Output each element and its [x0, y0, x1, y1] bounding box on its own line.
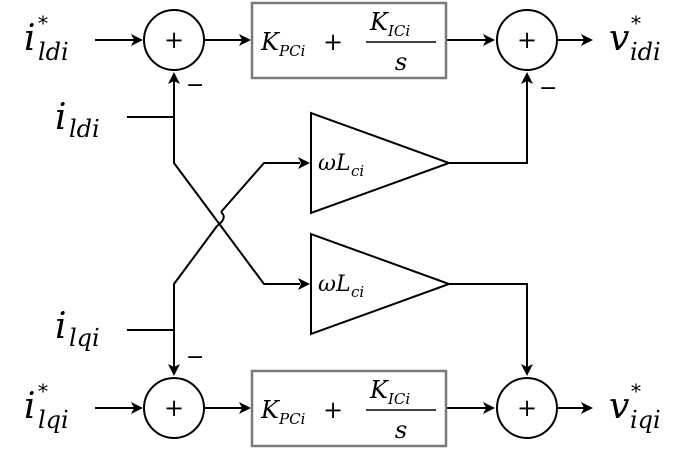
- wire-iqi-to-upper-gain-cont: [220, 162, 300, 213]
- svg-text:i: i: [24, 386, 36, 427]
- arrowhead: [298, 278, 310, 290]
- gain-base: L: [335, 272, 351, 297]
- svg-text:ldi: ldi: [69, 115, 100, 143]
- arrowhead: [581, 402, 593, 414]
- svg-text:lqi: lqi: [38, 406, 69, 434]
- svg-text:i: i: [55, 306, 67, 347]
- kp-base: K: [260, 28, 281, 56]
- plus-sign: +: [517, 394, 537, 422]
- arrowhead: [239, 402, 251, 414]
- plus-sign: +: [517, 26, 537, 54]
- wire-lower-gain-to-bottom-sum: [449, 283, 528, 368]
- ki-base: K: [369, 8, 390, 36]
- svg-text:*: *: [38, 379, 48, 403]
- minus-sign: −: [186, 345, 204, 370]
- sum-junction-bottom-left: +: [143, 377, 205, 439]
- label-i-ldi: i ldi: [55, 97, 100, 143]
- minus-sign: −: [539, 76, 557, 101]
- gain-block-upper: ω L ci: [310, 111, 452, 215]
- kp-sub: PCi: [278, 42, 306, 60]
- sum-junction-top-right: +: [496, 9, 558, 71]
- pi-plus: +: [323, 28, 343, 56]
- pi-controller-top: K PCi + K ICi s: [250, 1, 448, 80]
- wire-iqi-to-upper-gain: [173, 225, 218, 330]
- sum-junction-top-left: +: [143, 9, 205, 71]
- arrowhead: [131, 34, 143, 46]
- wire-crossing-hop: [216, 211, 225, 227]
- arrowhead: [521, 364, 533, 376]
- arrowhead: [483, 34, 495, 46]
- wire-iqi-feedback: [127, 329, 175, 368]
- gain-base: L: [335, 151, 351, 176]
- wire-upper-gain-to-top-sum: [449, 80, 528, 164]
- gain-sub: ci: [351, 283, 364, 301]
- svg-text:*: *: [38, 11, 48, 35]
- label-i-ldi-ref: i * ldi: [24, 11, 69, 66]
- arrowhead: [168, 364, 180, 376]
- ki-base: K: [369, 376, 390, 404]
- plus-sign: +: [164, 26, 184, 54]
- arrowhead: [483, 402, 495, 414]
- svg-text:*: *: [631, 11, 641, 35]
- svg-text:i: i: [55, 97, 67, 138]
- arrowhead: [239, 34, 251, 46]
- gain-omega: ω: [318, 151, 336, 176]
- arrowhead: [168, 72, 180, 84]
- gain-omega: ω: [318, 272, 336, 297]
- arrowhead: [521, 72, 533, 84]
- gain-block-lower: ω L ci: [310, 232, 452, 336]
- svg-text:v: v: [609, 18, 629, 59]
- svg-text:i: i: [24, 18, 36, 59]
- wire-ildi-feedback: [127, 80, 175, 118]
- denominator: s: [395, 48, 407, 76]
- svg-text:ldi: ldi: [38, 38, 69, 66]
- plus-sign: +: [164, 394, 184, 422]
- sum-junction-bottom-right: +: [496, 377, 558, 439]
- label-v-idi-ref: v * idi: [609, 11, 661, 66]
- svg-text:v: v: [609, 386, 629, 427]
- label-i-lqi-ref: i * lqi: [24, 379, 69, 434]
- svg-text:iqi: iqi: [630, 406, 661, 434]
- label-i-lqi: i lqi: [55, 306, 100, 352]
- arrowhead: [131, 402, 143, 414]
- arrowhead: [581, 34, 593, 46]
- svg-text:lqi: lqi: [69, 324, 100, 352]
- minus-sign: −: [186, 73, 204, 98]
- arrowhead: [298, 157, 310, 169]
- label-v-iqi-ref: v * iqi: [609, 379, 661, 434]
- ki-sub: ICi: [387, 390, 410, 408]
- ki-sub: ICi: [387, 22, 410, 40]
- denominator: s: [395, 416, 407, 444]
- gain-sub: ci: [351, 162, 364, 180]
- svg-text:idi: idi: [630, 38, 661, 66]
- pi-plus: +: [323, 396, 343, 424]
- svg-text:*: *: [631, 379, 641, 403]
- kp-sub: PCi: [278, 410, 306, 428]
- kp-base: K: [260, 396, 281, 424]
- pi-controller-bottom: K PCi + K ICi s: [250, 369, 448, 448]
